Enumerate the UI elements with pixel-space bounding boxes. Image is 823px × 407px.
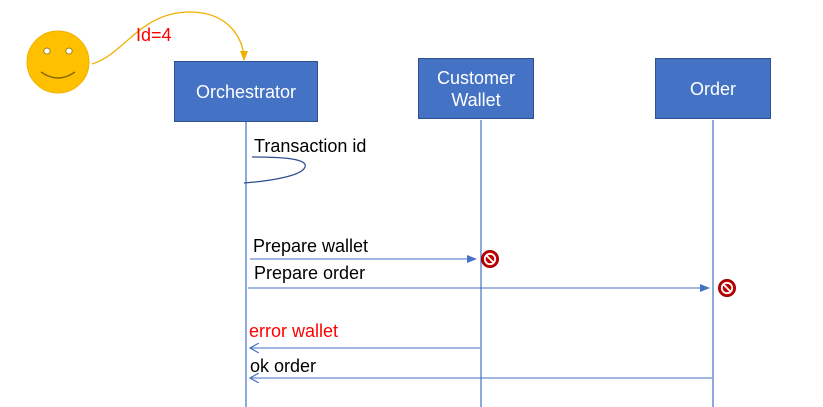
message-label-ok-order: ok order (250, 356, 317, 376)
participant-label: Customer Wallet (436, 67, 516, 110)
stop-icon (481, 250, 499, 268)
participant-orchestrator: Orchestrator (174, 61, 318, 122)
message-label-prepare-wallet: Prepare wallet (253, 236, 369, 256)
participant-label: Order (689, 78, 736, 99)
self-message-arrow (243, 156, 306, 184)
message-label-prepare-order: Prepare order (254, 263, 366, 283)
smiley-face-icon (26, 30, 90, 94)
participant-order: Order (655, 58, 771, 119)
stop-icon (718, 279, 736, 297)
message-label-error-wallet: error wallet (249, 321, 339, 341)
actor-request-arrow (91, 11, 248, 65)
participant-customer-wallet: Customer Wallet (418, 58, 534, 119)
participant-label: Orchestrator (195, 81, 297, 102)
actor-id-label: Id=4 (136, 25, 172, 45)
message-label-transaction: Transaction id (254, 136, 367, 156)
